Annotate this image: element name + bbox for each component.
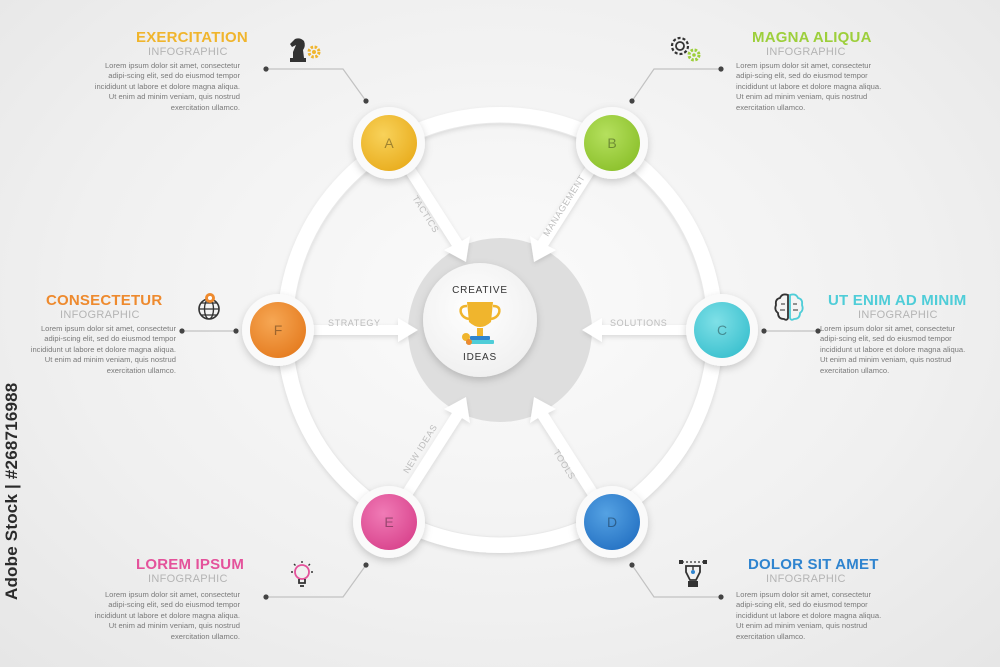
arrow-management: [530, 149, 606, 262]
item-c-subtitle: INFOGRAPHIC: [858, 309, 938, 321]
arrow-new-ideas: [394, 397, 470, 510]
arrow-label-strategy: STRATEGY: [328, 318, 381, 328]
item-a-subtitle: INFOGRAPHIC: [148, 46, 228, 58]
item-e-subtitle: INFOGRAPHIC: [148, 573, 228, 585]
item-f-subtitle: INFOGRAPHIC: [60, 309, 140, 321]
node-f: F: [242, 294, 314, 366]
leader-line-a: [266, 68, 367, 102]
item-b-title: MAGNA ALIQUA: [752, 29, 872, 46]
item-c-title: UT ENIM AD MINIM: [828, 292, 967, 309]
gears-icon: [670, 36, 701, 62]
center-subtitle: IDEAS: [463, 352, 497, 363]
item-f-description: Lorem ipsum dolor sit amet, consectetur …: [30, 324, 176, 375]
arrow-label-solutions: SOLUTIONS: [610, 318, 667, 328]
node-f-letter: F: [274, 322, 283, 338]
leader-line-d: [631, 564, 721, 598]
stock-id-watermark: Adobe Stock | #268716988: [2, 382, 21, 600]
node-c: C: [686, 294, 758, 366]
leader-lines: [182, 68, 818, 598]
center-title: CREATIVE: [452, 285, 508, 296]
node-c-letter: C: [717, 322, 727, 338]
item-d-description: Lorem ipsum dolor sit amet, consectetur …: [736, 590, 882, 641]
item-f-title: CONSECTETUR: [46, 292, 163, 309]
arrow-strategy: [312, 318, 418, 342]
item-d-subtitle: INFOGRAPHIC: [766, 573, 846, 585]
brain-icon: [774, 293, 804, 321]
arrow-tactics: [394, 149, 470, 262]
item-a-title: EXERCITATION: [136, 29, 248, 46]
leader-dots: [179, 66, 821, 600]
trophy-icon: [459, 302, 501, 345]
node-e: E: [353, 486, 425, 558]
item-c-description: Lorem ipsum dolor sit amet, consectetur …: [820, 324, 966, 375]
node-a-letter: A: [384, 135, 394, 151]
item-e-title: LOREM IPSUM: [136, 556, 245, 573]
item-e-description: Lorem ipsum dolor sit amet, consectetur …: [94, 590, 240, 641]
arrow-tools: [530, 397, 606, 510]
item-d-title: DOLOR SIT AMET: [748, 556, 879, 573]
item-a-description: Lorem ipsum dolor sit amet, consectetur …: [94, 61, 240, 112]
node-b-letter: B: [607, 135, 616, 151]
globe-location-icon: [198, 293, 220, 320]
node-a: A: [353, 107, 425, 179]
node-d-letter: D: [607, 514, 617, 530]
leader-line-e: [266, 564, 367, 598]
lightbulb-icon: [291, 561, 313, 587]
connector-arrows: [312, 149, 688, 510]
node-e-letter: E: [384, 514, 393, 530]
node-d: D: [576, 486, 648, 558]
item-b-description: Lorem ipsum dolor sit amet, consectetur …: [736, 61, 882, 112]
chess-knight-gear-icon: [290, 38, 321, 62]
pen-tool-icon: [679, 560, 707, 587]
arrow-solutions: [582, 318, 688, 342]
item-b-subtitle: INFOGRAPHIC: [766, 46, 846, 58]
leader-line-b: [631, 68, 721, 102]
node-b: B: [576, 107, 648, 179]
arrow-label-management: MANAGEMENT: [541, 173, 587, 238]
